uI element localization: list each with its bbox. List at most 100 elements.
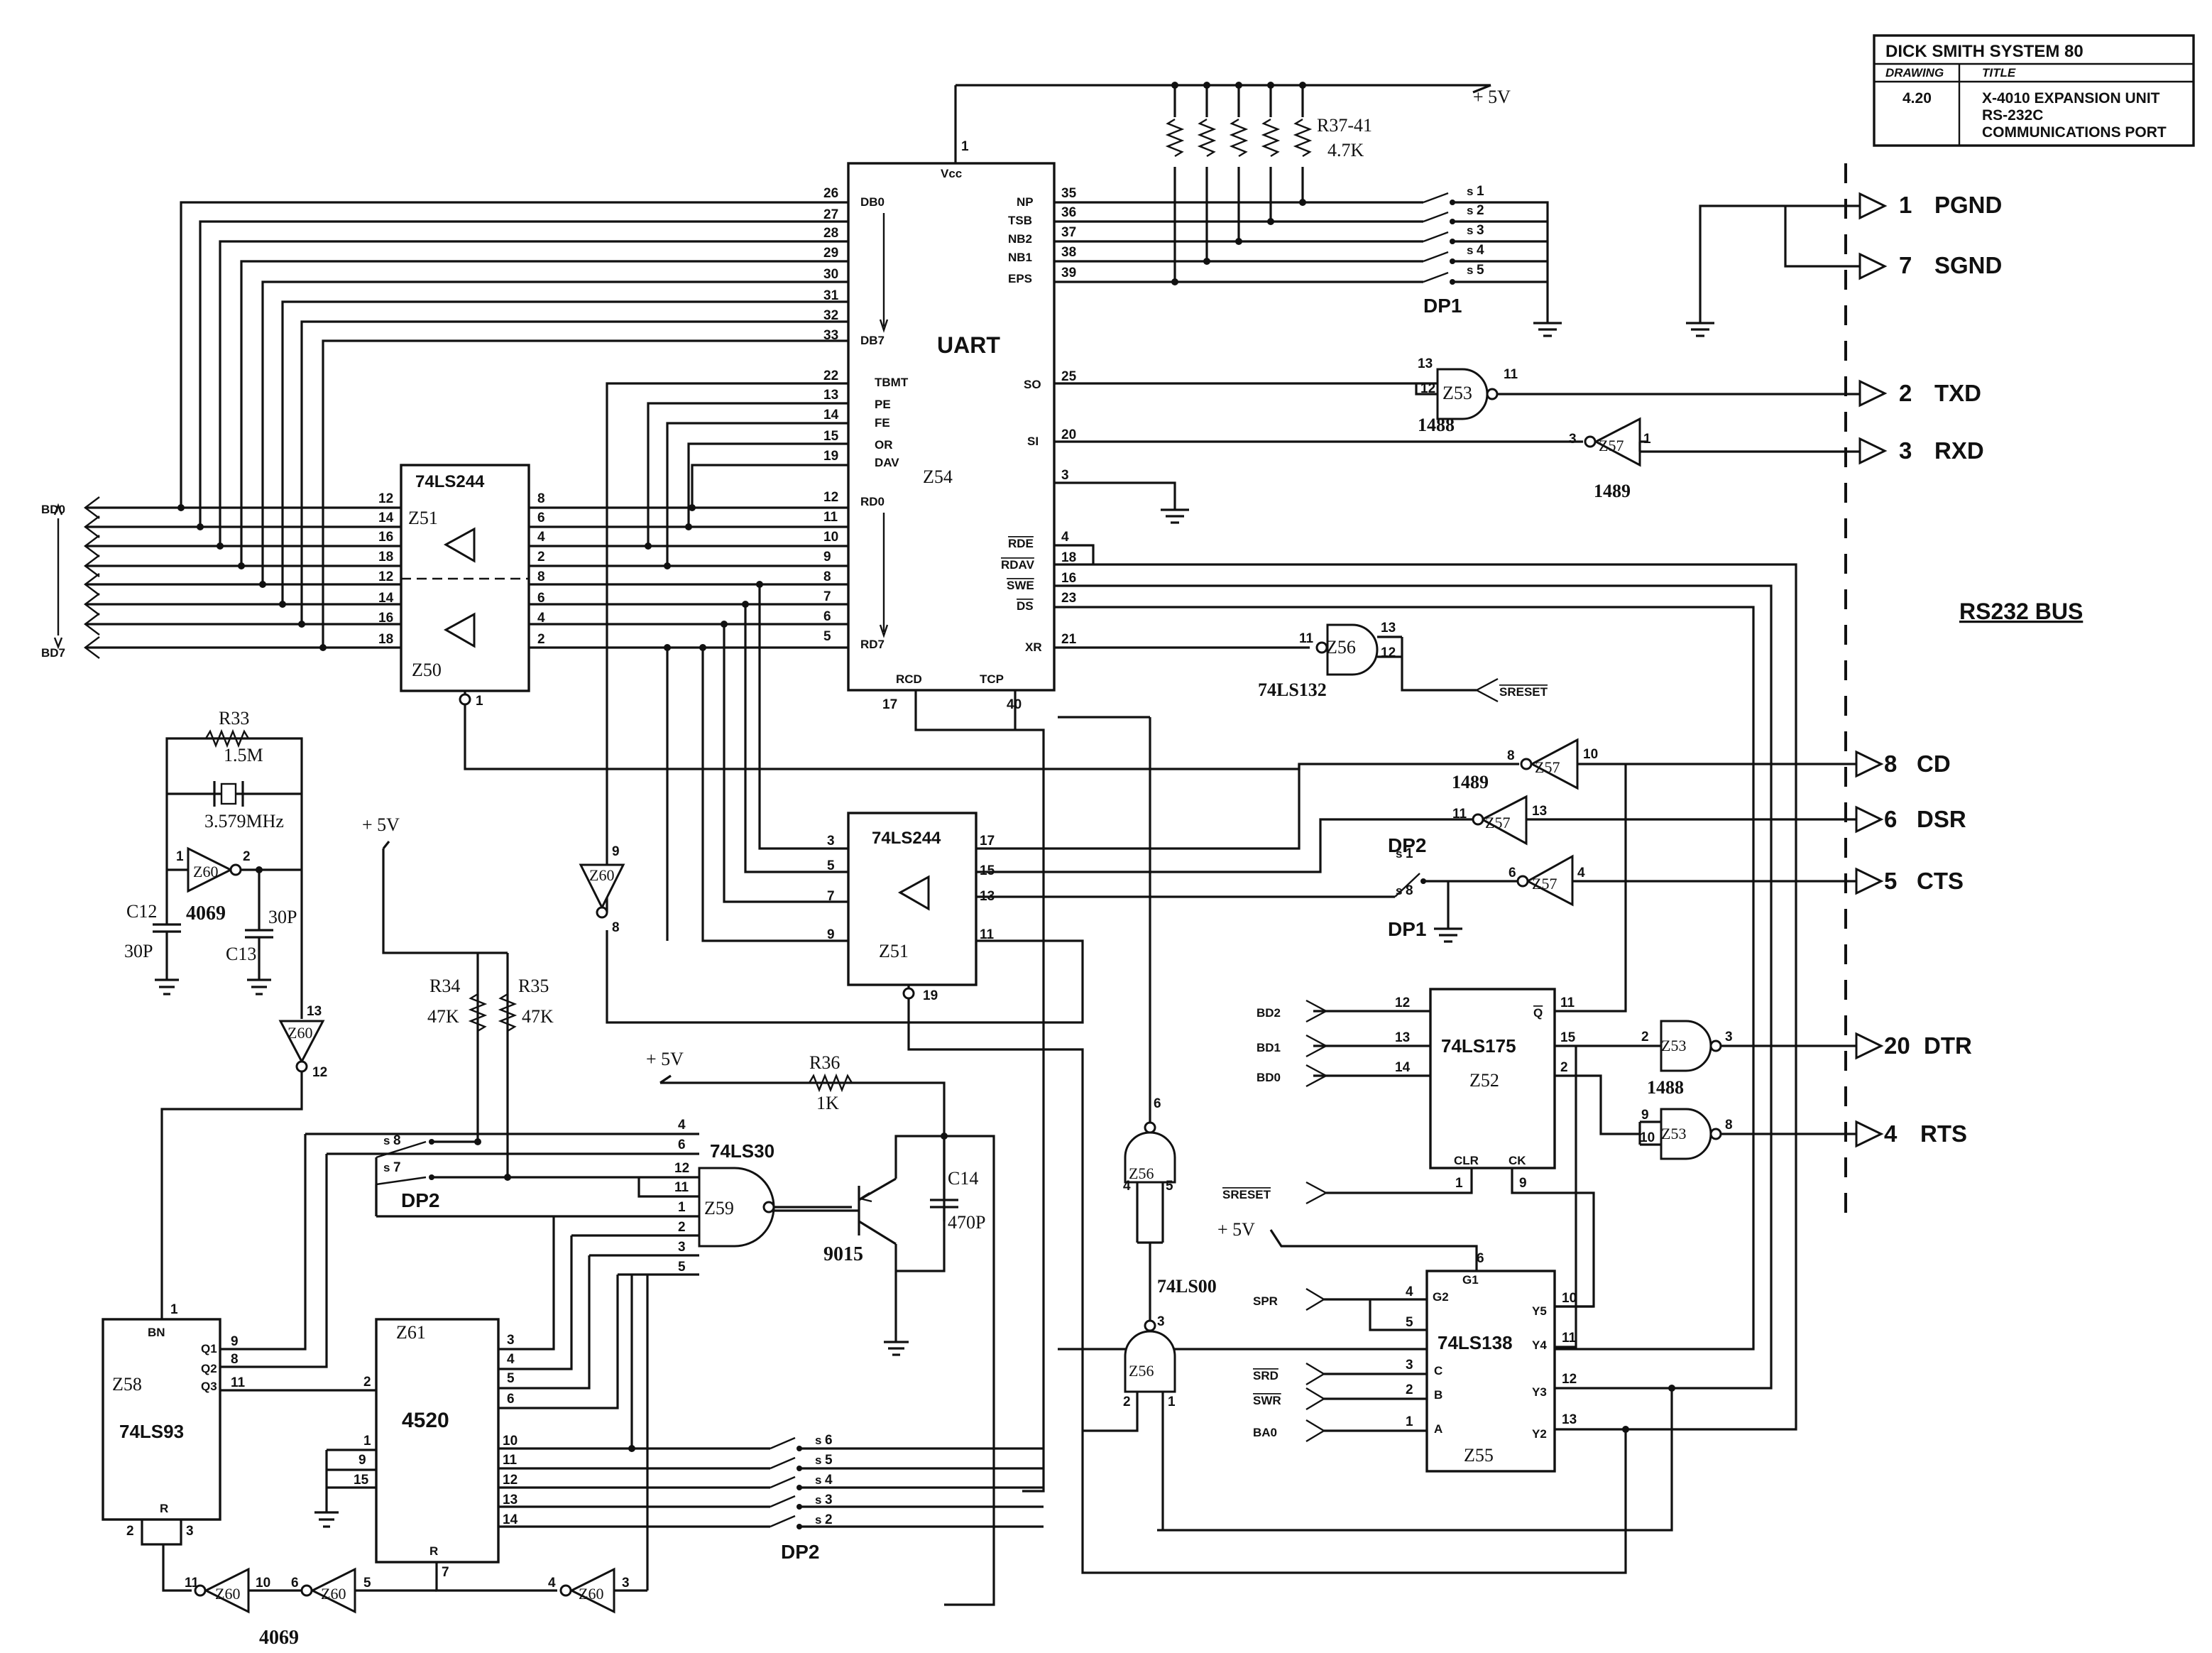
svg-text:4: 4 <box>537 611 545 626</box>
svg-text:5: 5 <box>1166 1179 1173 1194</box>
z56-74ls00: 6 Z56 4 5 3 74LS00 Z56 2 1 <box>1058 716 1217 1530</box>
svg-text:12: 12 <box>1381 645 1396 660</box>
svg-text:1: 1 <box>1406 1414 1413 1429</box>
svg-text:C12: C12 <box>126 901 157 922</box>
svg-text:14: 14 <box>378 591 394 606</box>
svg-text:s: s <box>1467 185 1473 198</box>
svg-text:16: 16 <box>378 611 393 626</box>
svg-text:4: 4 <box>1123 1179 1131 1194</box>
svg-text:8: 8 <box>1406 883 1413 898</box>
z55-74ls138: 74LS138 Z55 G1 G2 C B A Y5 Y4 Y3 Y2 + 5V… <box>1081 1046 1797 1574</box>
svg-text:21: 21 <box>1061 632 1077 647</box>
rcd-tcp-wire <box>914 690 1045 1493</box>
svg-text:s: s <box>1467 244 1473 257</box>
svg-text:470P: 470P <box>948 1212 985 1233</box>
svg-text:BD0: BD0 <box>1256 1071 1281 1084</box>
svg-text:s: s <box>1396 847 1402 861</box>
svg-text:11: 11 <box>674 1180 689 1195</box>
svg-text:Z60: Z60 <box>321 1585 346 1603</box>
uart-ref: Z54 <box>923 467 953 487</box>
port-1-name: PGND <box>1934 192 2002 218</box>
svg-text:Y4: Y4 <box>1532 1338 1547 1352</box>
svg-text:6: 6 <box>1154 1096 1161 1111</box>
svg-text:29: 29 <box>823 246 838 261</box>
svg-text:27: 27 <box>823 207 838 222</box>
svg-text:10: 10 <box>1562 1291 1577 1306</box>
svg-text:RDE: RDE <box>1008 537 1034 550</box>
svg-text:30P: 30P <box>268 907 297 927</box>
svg-text:RD0: RD0 <box>860 495 885 508</box>
svg-text:TBMT: TBMT <box>875 376 909 389</box>
svg-text:13: 13 <box>503 1493 518 1507</box>
svg-text:3: 3 <box>186 1524 194 1539</box>
svg-text:5: 5 <box>1477 263 1484 278</box>
svg-text:16: 16 <box>378 530 393 545</box>
uart-gnd-wire <box>1054 481 1176 510</box>
svg-text:B: B <box>1434 1388 1442 1402</box>
svg-text:1: 1 <box>961 139 969 154</box>
svg-text:R34: R34 <box>429 976 460 996</box>
svg-text:R: R <box>429 1544 438 1558</box>
svg-text:74LS244: 74LS244 <box>872 829 941 848</box>
svg-text:8: 8 <box>1725 1118 1733 1133</box>
title-block: DICK SMITH SYSTEM 80 DRAWING TITLE 4.20 … <box>1873 34 2195 147</box>
svg-text:Y5: Y5 <box>1532 1304 1547 1318</box>
svg-text:s: s <box>1467 224 1473 237</box>
title-company: DICK SMITH SYSTEM 80 <box>1885 42 2084 61</box>
svg-text:74LS138: 74LS138 <box>1438 1332 1513 1353</box>
svg-text:2: 2 <box>1560 1060 1568 1075</box>
svg-text:DB7: DB7 <box>860 334 885 347</box>
svg-text:9: 9 <box>358 1453 366 1468</box>
dp2-top-switches: s 8 s 7 DP2 <box>375 1133 508 1216</box>
svg-text:2: 2 <box>243 849 251 864</box>
svg-text:A: A <box>1434 1422 1442 1436</box>
svg-text:2: 2 <box>126 1524 134 1539</box>
svg-text:RD7: RD7 <box>860 638 885 651</box>
svg-text:25: 25 <box>1061 369 1077 384</box>
svg-text:3: 3 <box>507 1333 515 1348</box>
svg-text:12: 12 <box>1420 381 1435 396</box>
resistor-net-r37-41: R37-41 4.7K <box>1165 115 1372 167</box>
svg-text:11: 11 <box>503 1453 518 1468</box>
svg-text:4: 4 <box>1477 243 1484 258</box>
svg-text:74LS132: 74LS132 <box>1258 680 1327 700</box>
svg-text:s: s <box>815 1434 821 1447</box>
svg-text:74LS93: 74LS93 <box>119 1421 184 1442</box>
svg-text:10: 10 <box>1640 1130 1655 1145</box>
svg-text:Z60: Z60 <box>193 863 218 880</box>
title-drawing-number: 4.20 <box>1902 90 1932 107</box>
svg-text:6: 6 <box>291 1576 299 1591</box>
svg-text:Z59: Z59 <box>704 1198 734 1218</box>
svg-text:BN: BN <box>148 1326 165 1339</box>
svg-text:7: 7 <box>393 1160 401 1175</box>
svg-text:1: 1 <box>1406 846 1413 861</box>
svg-text:12: 12 <box>503 1473 518 1488</box>
dp1-wiring <box>1054 82 1423 285</box>
pullups-r34-r35: + 5V R34 47K R35 47K <box>362 814 554 1181</box>
svg-text:1488: 1488 <box>1647 1077 1684 1098</box>
svg-text:s: s <box>1467 263 1473 277</box>
svg-text:BD2: BD2 <box>1256 1006 1281 1020</box>
svg-text:12: 12 <box>823 490 838 505</box>
port-5-name: CTS <box>1917 868 1964 894</box>
svg-text:9015: 9015 <box>823 1243 863 1265</box>
svg-text:14: 14 <box>378 511 394 525</box>
port-20-name: DTR <box>1924 1032 1972 1059</box>
svg-text:47K: 47K <box>427 1006 459 1027</box>
svg-text:8: 8 <box>823 569 831 584</box>
svg-text:s: s <box>815 1453 821 1467</box>
svg-text:s: s <box>815 1473 821 1487</box>
buffer-to-uart-rd <box>529 382 848 942</box>
svg-text:Z50: Z50 <box>412 660 442 680</box>
title-drawing-label: DRAWING <box>1885 66 1944 80</box>
svg-text:4520: 4520 <box>402 1409 449 1432</box>
svg-text:Z51: Z51 <box>408 508 438 528</box>
cts-receiver: 6 4 Z57 s 1 s 8 DP2 DP1 <box>1388 834 1856 943</box>
svg-text:s: s <box>383 1161 390 1174</box>
svg-text:NP: NP <box>1017 195 1034 209</box>
svg-text:5: 5 <box>825 1453 833 1468</box>
svg-text:18: 18 <box>378 632 393 647</box>
z52-74ls175: 74LS175 Z52 Q CLR CK BD2 BD1 BD0 12 13 1… <box>1222 764 1661 1308</box>
bd-bus-lines: BD0 BD7 <box>41 201 848 660</box>
